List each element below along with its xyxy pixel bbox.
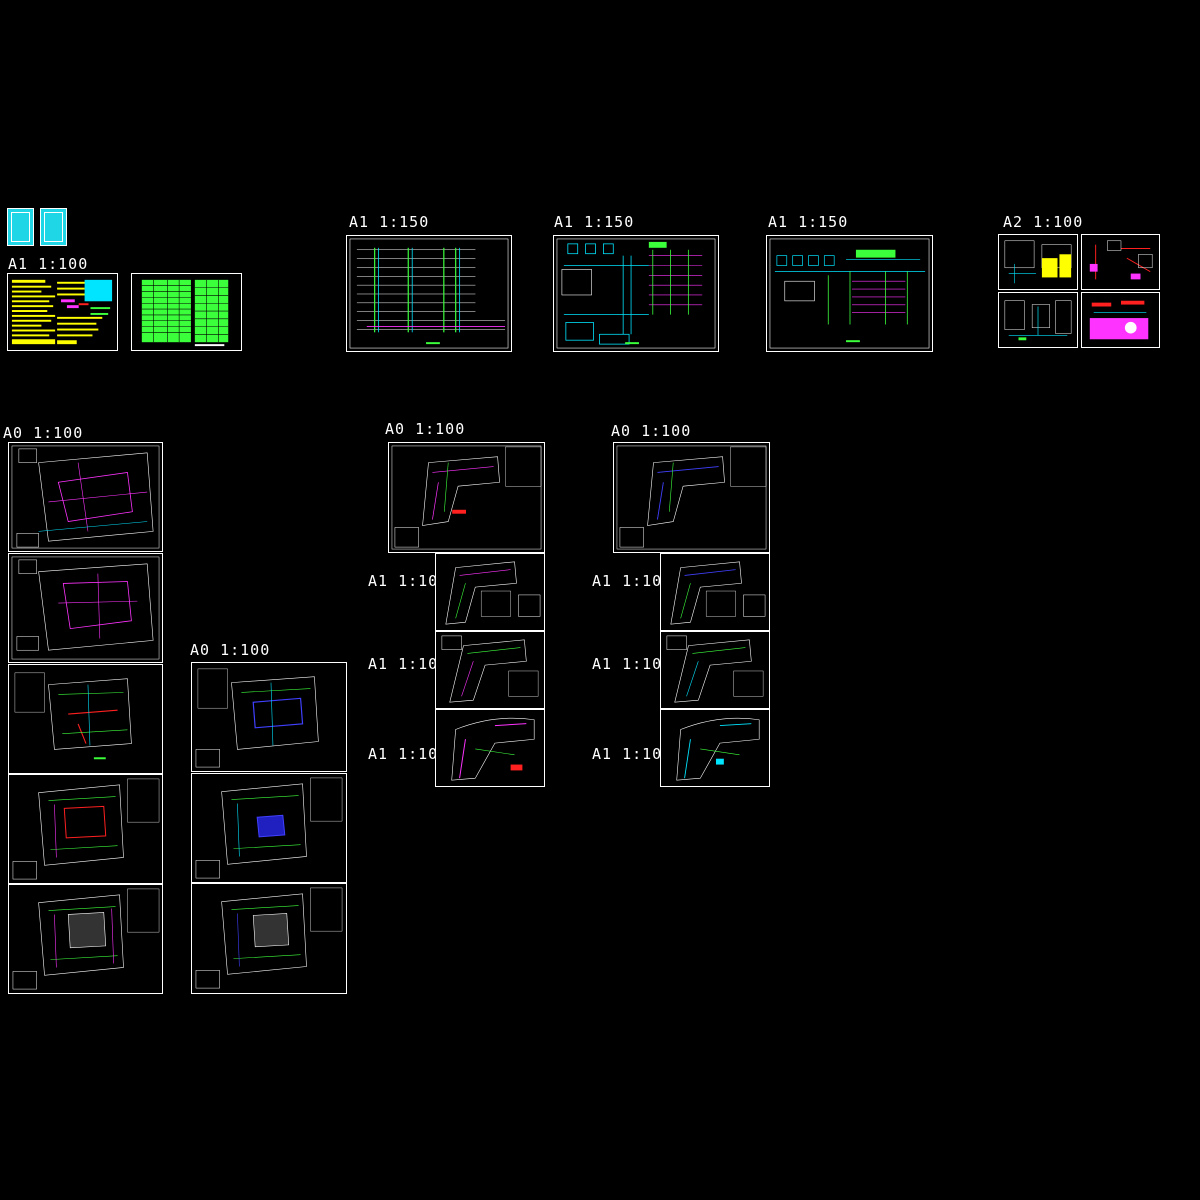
scale-label-a1-100-c2-r1: A1 1:100 bbox=[592, 572, 673, 590]
floor-plan-a1-c1-r3[interactable] bbox=[435, 709, 545, 787]
floor-plan-a0-left-3[interactable] bbox=[8, 664, 163, 774]
detail-3[interactable] bbox=[998, 292, 1078, 348]
floor-plan-a0-c1[interactable] bbox=[388, 442, 545, 553]
scale-label-a0-100-c2: A0 1:100 bbox=[611, 422, 692, 440]
design-notes-sheet[interactable] bbox=[7, 273, 118, 351]
floor-plan-a0-mid-1[interactable] bbox=[191, 662, 347, 772]
floor-plan-a1-c1-r1[interactable] bbox=[435, 553, 545, 631]
floor-plan-a1-c2-r3[interactable] bbox=[660, 709, 770, 787]
scale-label-a1-100-c1-r1: A1 1:100 bbox=[368, 572, 449, 590]
floor-plan-a0-mid-3[interactable] bbox=[191, 883, 347, 994]
floor-plan-a0-left-4[interactable] bbox=[8, 774, 163, 884]
floor-plan-a0-mid-2[interactable] bbox=[191, 773, 347, 883]
floor-plan-a0-left-1[interactable] bbox=[8, 442, 163, 552]
water-supply-riser[interactable] bbox=[346, 235, 512, 352]
cover-sheet-2[interactable] bbox=[40, 208, 67, 246]
cover-sheet-1[interactable] bbox=[7, 208, 34, 246]
scale-label-a0-100-mid: A0 1:100 bbox=[190, 641, 271, 659]
floor-plan-a1-c2-r1[interactable] bbox=[660, 553, 770, 631]
scale-label-a0-100-c1: A0 1:100 bbox=[385, 420, 466, 438]
scale-label-a1-150-a: A1 1:150 bbox=[349, 213, 430, 231]
scale-label-a1-100-c1-r3: A1 1:100 bbox=[368, 745, 449, 763]
floor-plan-a0-c2[interactable] bbox=[613, 442, 770, 553]
scale-label-a1-100-c1-r2: A1 1:100 bbox=[368, 655, 449, 673]
fire-system-diagram[interactable] bbox=[553, 235, 719, 352]
scale-label-a1-100-top: A1 1:100 bbox=[8, 255, 89, 273]
scale-label-a2-100: A2 1:100 bbox=[1003, 213, 1084, 231]
scale-label-a1-100-c2-r3: A1 1:100 bbox=[592, 745, 673, 763]
drainage-system-diagram[interactable] bbox=[766, 235, 933, 352]
floor-plan-a1-c2-r2[interactable] bbox=[660, 631, 770, 709]
floor-plan-a1-c1-r2[interactable] bbox=[435, 631, 545, 709]
scale-label-a1-100-c2-r2: A1 1:100 bbox=[592, 655, 673, 673]
detail-4[interactable] bbox=[1081, 292, 1160, 348]
scale-label-a0-100-left: A0 1:100 bbox=[3, 424, 84, 442]
detail-2[interactable] bbox=[1081, 234, 1160, 290]
floor-plan-a0-left-5[interactable] bbox=[8, 884, 163, 994]
material-table-sheet[interactable] bbox=[131, 273, 242, 351]
detail-1[interactable] bbox=[998, 234, 1078, 290]
scale-label-a1-150-c: A1 1:150 bbox=[768, 213, 849, 231]
floor-plan-a0-left-2[interactable] bbox=[8, 553, 163, 663]
scale-label-a1-150-b: A1 1:150 bbox=[554, 213, 635, 231]
